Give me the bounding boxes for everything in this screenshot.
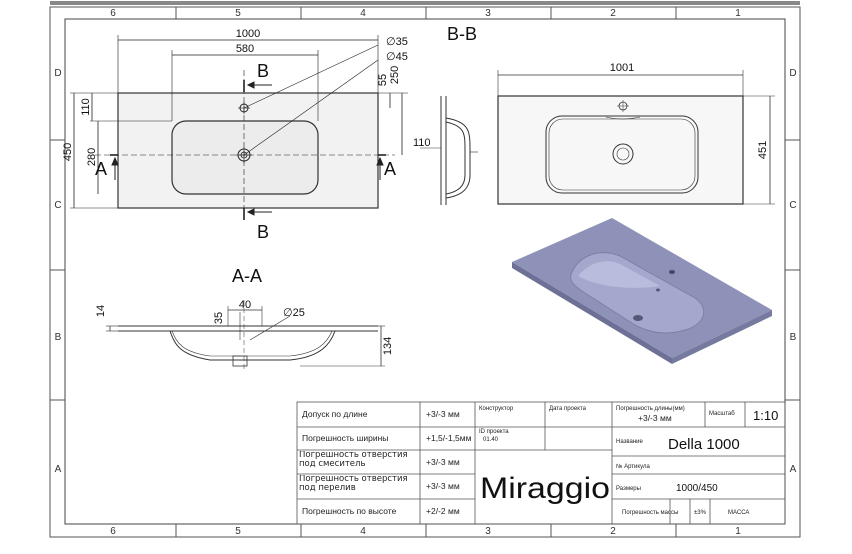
dim-35-aa: 35 xyxy=(213,312,225,324)
section-label-a-right: A xyxy=(384,159,396,179)
scale-label: Масштаб xyxy=(709,411,735,417)
length-tol-label: Погрешность длины(мм) xyxy=(616,406,685,412)
dim-hole-45: ∅45 xyxy=(386,51,408,63)
grid-row-d-left: D xyxy=(54,68,61,79)
tol-length-label: Допуск по длине xyxy=(302,409,368,419)
outline-view xyxy=(497,70,775,205)
dim-55: 55 xyxy=(377,74,389,86)
dim-450: 450 xyxy=(62,143,74,161)
grid-col-1-bottom: 1 xyxy=(735,526,741,537)
project-id-value: 01.40 xyxy=(483,437,499,443)
mass-label: МАССА xyxy=(728,510,749,516)
grid-col-5-bottom: 5 xyxy=(235,526,241,537)
dim-width-580: 580 xyxy=(236,43,254,55)
section-aa-view xyxy=(106,300,385,372)
size-label: Размеры xyxy=(616,486,641,492)
grid-col-2-bottom: 2 xyxy=(610,526,616,537)
tol-mixer-value: +3/-3 мм xyxy=(426,457,460,467)
grid-col-2-top: 2 xyxy=(610,8,616,19)
outer-frame xyxy=(49,6,801,538)
mass-tol-value: ±3% xyxy=(694,510,707,516)
designer-label: Конструктор xyxy=(479,406,514,412)
grid-row-d-right: D xyxy=(789,68,796,79)
mass-tol-label: Погрешность массы xyxy=(622,510,678,516)
dim-14: 14 xyxy=(95,305,107,317)
dim-134: 134 xyxy=(382,337,394,355)
sink-render xyxy=(512,218,772,364)
grid-col-4-top: 4 xyxy=(360,8,366,19)
dim-height-451: 451 xyxy=(757,141,769,159)
section-aa-title: A-A xyxy=(232,266,262,286)
product-name: Della 1000 xyxy=(668,436,740,453)
grid-col-5-top: 5 xyxy=(235,8,241,19)
title-block xyxy=(296,401,786,525)
tol-length-value: +3/-3 мм xyxy=(426,409,460,419)
grid-row-b-right: B xyxy=(790,332,797,343)
dim-110-left: 110 xyxy=(80,98,92,116)
section-label-b-bottom: B xyxy=(257,222,269,242)
dim-280: 280 xyxy=(86,148,98,166)
date-label: Дата проекта xyxy=(549,406,587,412)
brand-logo: Miraggio xyxy=(480,472,610,505)
grid-row-a-left: A xyxy=(55,464,62,475)
dim-250: 250 xyxy=(389,66,401,84)
dim-110-bb: 110 xyxy=(413,137,431,149)
grid-col-1-top: 1 xyxy=(735,8,741,19)
grid-col-6-bottom: 6 xyxy=(110,526,116,537)
tol-overflow-label-box: Погрешность отверстия под перелив xyxy=(299,475,408,493)
grid-col-4-bottom: 4 xyxy=(360,526,366,537)
name-label: Название xyxy=(616,439,643,445)
grid-row-c-right: C xyxy=(789,200,796,211)
grid-col-3-bottom: 3 xyxy=(485,526,491,537)
dim-40: 40 xyxy=(239,299,251,311)
top-view xyxy=(70,35,408,220)
project-id-label: ID проекта xyxy=(479,429,509,435)
dim-hole-35: ∅35 xyxy=(386,36,408,48)
tol-mixer-label-box: Погрешность отверстия под смеситель xyxy=(299,451,408,469)
grid-col-6-top: 6 xyxy=(110,8,116,19)
dim-width-1001: 1001 xyxy=(610,62,634,74)
tol-overflow-value: +3/-3 мм xyxy=(426,481,460,491)
grid-row-c-left: C xyxy=(54,200,61,211)
section-bb-view xyxy=(420,96,478,205)
product-size: 1000/450 xyxy=(676,483,718,494)
dim-width-1000: 1000 xyxy=(236,28,260,40)
section-label-b-top: B xyxy=(257,61,269,81)
tol-overflow-label: Погрешность отверстия под перелив xyxy=(299,475,408,493)
tol-width-label: Погрешность ширины xyxy=(302,433,388,443)
grid-row-a-right: A xyxy=(790,464,797,475)
grid-row-b-left: B xyxy=(55,332,62,343)
section-bb-title: B-B xyxy=(447,24,477,44)
tol-height-value: +2/-2 мм xyxy=(426,506,460,516)
length-tol-value: +3/-3 мм xyxy=(638,413,672,423)
section-label-a-left: A xyxy=(95,159,107,179)
tol-height-label: Погрешность по высоте xyxy=(302,506,397,516)
scale-value: 1:10 xyxy=(753,408,778,423)
tol-mixer-label: Погрешность отверстия под смеситель xyxy=(299,451,408,469)
tol-width-value: +1,5/-1,5мм xyxy=(426,433,472,443)
dim-hole-25: ∅25 xyxy=(283,307,305,319)
grid-col-3-top: 3 xyxy=(485,8,491,19)
article-label: № Артикула xyxy=(616,463,650,470)
